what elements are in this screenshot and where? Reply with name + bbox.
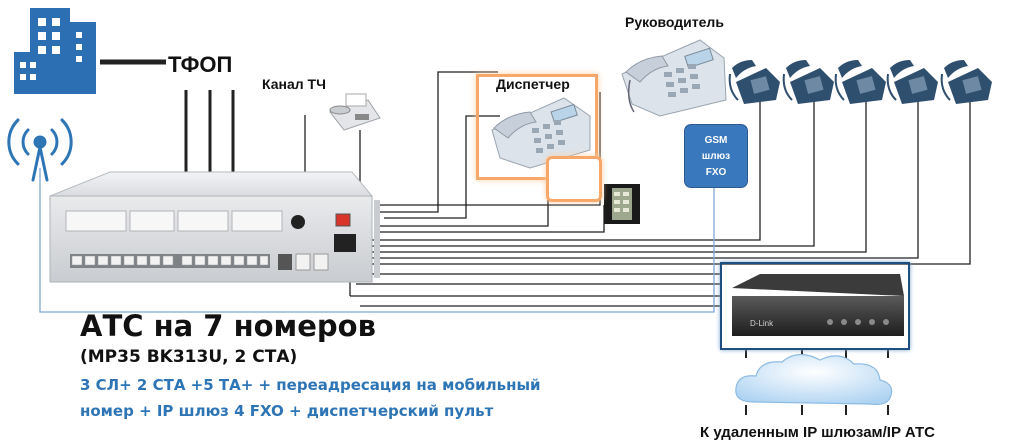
gsm-line-3: FXO	[705, 167, 727, 178]
phone-icon	[728, 60, 780, 104]
dispatcher-panel-icon	[604, 184, 640, 224]
gateway-brand: D-Link	[750, 319, 774, 328]
dispatcher-phone-icon	[491, 97, 591, 169]
fax-icon	[329, 93, 381, 131]
manager-phone-icon	[621, 39, 727, 117]
dispatcher-label: Диспетчер	[496, 76, 570, 92]
gsm-line-1: GSM	[704, 135, 728, 146]
page-title: АТС на 7 номеров	[80, 309, 376, 343]
building-icon	[14, 8, 96, 94]
phone-icon	[834, 60, 886, 104]
gateway-highlight-frame	[720, 262, 910, 350]
gsm-gateway-box: GSM шлюз FXO	[684, 124, 748, 188]
gsm-line-2: шлюз	[701, 151, 731, 162]
gsm-lines	[39, 168, 715, 313]
remote-gateways-label: К удаленным IP шлюзам/IP АТС	[700, 424, 935, 441]
page-subtitle: (MP35 BK313U, 2 СТА)	[80, 347, 298, 367]
phone-icon	[782, 60, 834, 104]
pbx-unit-icon	[49, 171, 380, 283]
pstn-label: ТФОП	[168, 52, 233, 77]
phone-row	[728, 60, 992, 104]
antenna-icon	[7, 118, 73, 182]
ip-gateway-icon: D-Link	[732, 274, 904, 336]
cloud-icon	[735, 353, 893, 405]
phone-icon	[886, 60, 938, 104]
dispatcher-highlight-frame	[476, 74, 598, 180]
description-line-2: номер + IP шлюз 4 FXO + диспетчерский пу…	[80, 402, 494, 420]
manager-label: Руководитель	[625, 14, 724, 30]
channel-label: Канал ТЧ	[262, 76, 326, 92]
description-line-1: 3 СЛ+ 2 СТА +5 ТА+ + переадресация на мо…	[80, 376, 541, 394]
phone-icon	[940, 60, 992, 104]
loudspeaker-highlight-frame	[546, 156, 602, 202]
